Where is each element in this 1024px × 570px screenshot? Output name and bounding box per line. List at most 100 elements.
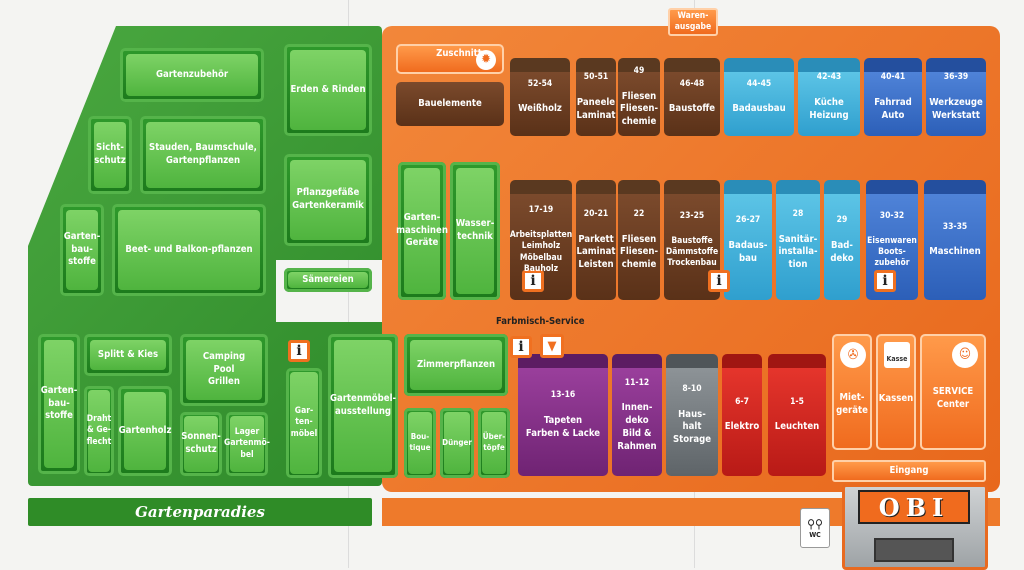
info-icon[interactable]: i — [708, 270, 730, 292]
zone-label: Pflanzgefäße Gartenkeramik — [292, 187, 364, 211]
wc-icon[interactable]: ⚲⚲WC — [800, 508, 830, 548]
aisle-number: 46-48 — [679, 78, 705, 89]
zone-uebertoepfe[interactable]: Über- töpfe — [478, 408, 510, 478]
aisle-number: 26-27 — [735, 215, 761, 226]
info-icon[interactable]: i — [522, 270, 544, 292]
zone-erden-rinden[interactable]: Erden & Rinden — [284, 44, 372, 136]
aisle-label: Baustoffe Dämmstoffe Trockenbau — [665, 235, 719, 269]
zone-boutique[interactable]: Bou- tique — [404, 408, 436, 478]
zone-gartenmoebelausstellung[interactable]: Gartenmöbel- ausstellung — [328, 334, 398, 478]
wc-label: WC — [809, 531, 821, 539]
zone-service-center[interactable]: ☺SERVICE Center — [920, 334, 986, 450]
zone-label: Camping Pool Grillen — [202, 350, 246, 388]
info-icon[interactable]: i — [288, 340, 310, 362]
zone-label: Lager Gartenmö- bel — [224, 426, 270, 460]
zone-gartenbaustoffe-bottom[interactable]: Garten- bau- stoffe — [38, 334, 80, 474]
zone-label: Garten- bau- stoffe — [40, 384, 78, 422]
aisle-number: 20-21 — [583, 209, 609, 220]
aisle-label: Badausbau — [732, 103, 786, 115]
zone-camping[interactable]: Camping Pool Grillen — [180, 334, 268, 406]
zone-label: Draht & Ge- flecht — [86, 413, 112, 447]
zone-gartenmaschinen[interactable]: Garten- maschinen Geräte — [396, 162, 448, 300]
zone-zimmerpflanzen[interactable]: Zimmerpflanzen — [404, 334, 508, 396]
aisle-number: 11-12 — [624, 377, 650, 388]
aisle-number: 28 — [792, 209, 804, 220]
aisle-label: Fliesen Fliesen- chemie — [620, 90, 659, 128]
aisle-number: 50-51 — [583, 72, 609, 83]
zone-zuschnitt[interactable]: Zuschnitt✹ — [396, 44, 504, 74]
aisle-label: Weißholz — [518, 103, 562, 115]
aisle-label: Haus- halt Storage — [672, 408, 711, 446]
aisle-number: 49 — [633, 66, 645, 77]
zone-label: Beet- und Balkon-pflanzen — [125, 243, 253, 255]
zone-duenger[interactable]: Dünger — [440, 408, 474, 478]
zone-label: Wasser- technik — [455, 218, 495, 242]
zone-bauelemente[interactable]: Bauelemente — [396, 82, 504, 126]
aisle-label: Fahrrad Auto — [874, 96, 912, 121]
zone-splitt-kies[interactable]: Splitt & Kies — [84, 334, 172, 376]
aisle-label: Baustoffe — [668, 103, 716, 115]
zone-label: Garten- maschinen Geräte — [396, 211, 448, 249]
entrance-doors — [874, 538, 954, 562]
zone-saemereien[interactable]: Sämereien — [284, 268, 372, 292]
aisle-number: 30-32 — [879, 211, 905, 222]
aisle-label: Küche Heizung — [809, 96, 849, 121]
zone-stauden[interactable]: Stauden, Baumschule, Gartenpflanzen — [140, 116, 266, 194]
zone-label: Gartenzubehör — [155, 68, 229, 80]
aisle-label: Bad- deko — [830, 239, 854, 264]
zone-gartenzubehoer[interactable]: Gartenzubehör — [120, 48, 264, 102]
aisle-label: Fliesen Fliesen- chemie — [620, 233, 659, 271]
info-glyph: i — [716, 273, 722, 289]
paint-bucket-icon: ▼ — [540, 334, 564, 358]
zone-label: Garten- bau- stoffe — [63, 230, 101, 268]
zone-label: Sonnen- schutz — [181, 431, 221, 455]
drill-icon: ✇ — [840, 342, 866, 368]
zone-lager-gartenmoebel[interactable]: Lager Gartenmö- bel — [224, 412, 270, 476]
zone-gartenmoebel[interactable]: Gar- ten- möbel — [286, 368, 322, 478]
zone-sichtschutz[interactable]: Sicht- schutz — [88, 116, 132, 194]
info-icon[interactable]: i — [874, 270, 896, 292]
aisle-label: Innen- deko Bild & Rahmen — [617, 402, 657, 452]
eingang[interactable]: Eingang — [832, 460, 986, 482]
aisle-number: 44-45 — [746, 78, 772, 89]
farbmisch-text: Farbmisch-Service — [496, 316, 585, 327]
zone-warenausgabe[interactable]: Waren- ausgabe — [668, 8, 718, 36]
zone-gartenholz[interactable]: Gartenholz — [118, 386, 172, 476]
aisle-number: 40-41 — [880, 72, 906, 83]
gartenparadies-banner: Gartenparadies — [28, 498, 372, 526]
aisle-label: Badaus- bau — [728, 239, 768, 264]
zone-wassertechnik[interactable]: Wasser- technik — [450, 162, 500, 300]
aisle-number: 36-39 — [943, 72, 969, 83]
aisle-label: Werkzeuge Werkstatt — [929, 96, 983, 121]
zone-pflanzgefaesse[interactable]: Pflanzgefäße Gartenkeramik — [284, 154, 372, 246]
zone-gartenbaustoffe-top[interactable]: Garten- bau- stoffe — [60, 204, 104, 296]
zone-draht-geflecht[interactable]: Draht & Ge- flecht — [84, 386, 114, 476]
zone-sonnenschutz[interactable]: Sonnen- schutz — [180, 412, 222, 476]
aisle-number: 1-5 — [790, 396, 804, 407]
info-icon[interactable]: i — [510, 336, 532, 358]
zone-label: Sicht- schutz — [94, 142, 126, 166]
zone-beet-balkon[interactable]: Beet- und Balkon-pflanzen — [112, 204, 266, 296]
zone-mietgeraete[interactable]: ✇Miet- geräte — [832, 334, 872, 450]
